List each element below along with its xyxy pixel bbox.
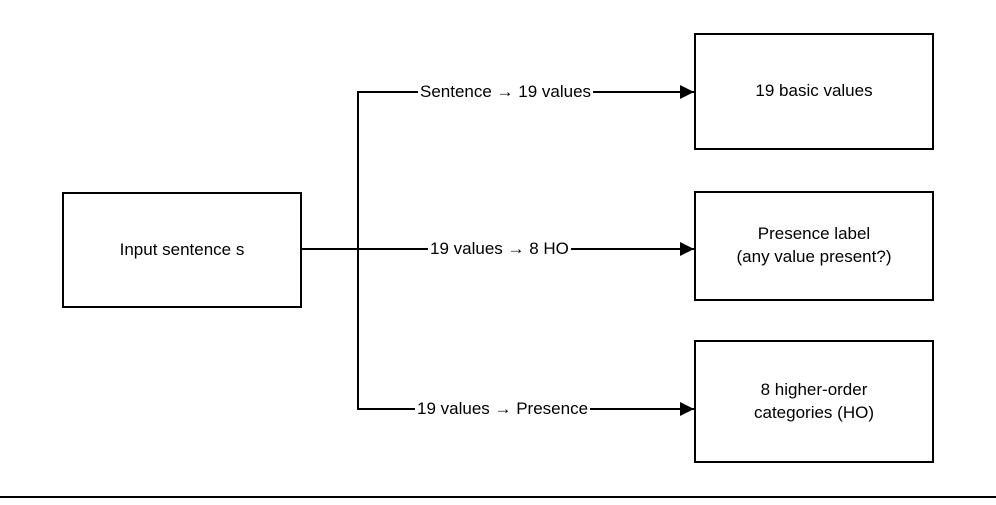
node-higher-order-categories-label: 8 higher-order categories (HO): [754, 379, 874, 422]
edge-trunk-vertical: [357, 91, 359, 410]
node-presence-label: Presence label (any value present?): [694, 191, 934, 301]
node-19-basic-values: 19 basic values: [694, 33, 934, 150]
edge-branch-3-arrowhead: [680, 402, 694, 416]
footer-divider: [0, 496, 996, 498]
node-19-basic-values-label: 19 basic values: [755, 81, 873, 101]
node-presence-label-text: Presence label (any value present?): [736, 224, 892, 266]
node-input-sentence: Input sentence s: [62, 192, 302, 308]
edge-branch-2-arrowhead: [680, 242, 694, 256]
edge-branch-3-label: 19 values → Presence: [415, 399, 591, 418]
edge-stem-input: [302, 248, 360, 250]
node-input-sentence-label: Input sentence s: [119, 239, 245, 259]
edge-branch-2-label: 19 values → 8 HO: [428, 239, 571, 258]
node-higher-order-categories: 8 higher-order categories (HO): [694, 340, 934, 463]
edge-branch-1-label: Sentence → 19 values: [418, 82, 594, 101]
edge-branch-1-arrowhead: [680, 85, 694, 99]
